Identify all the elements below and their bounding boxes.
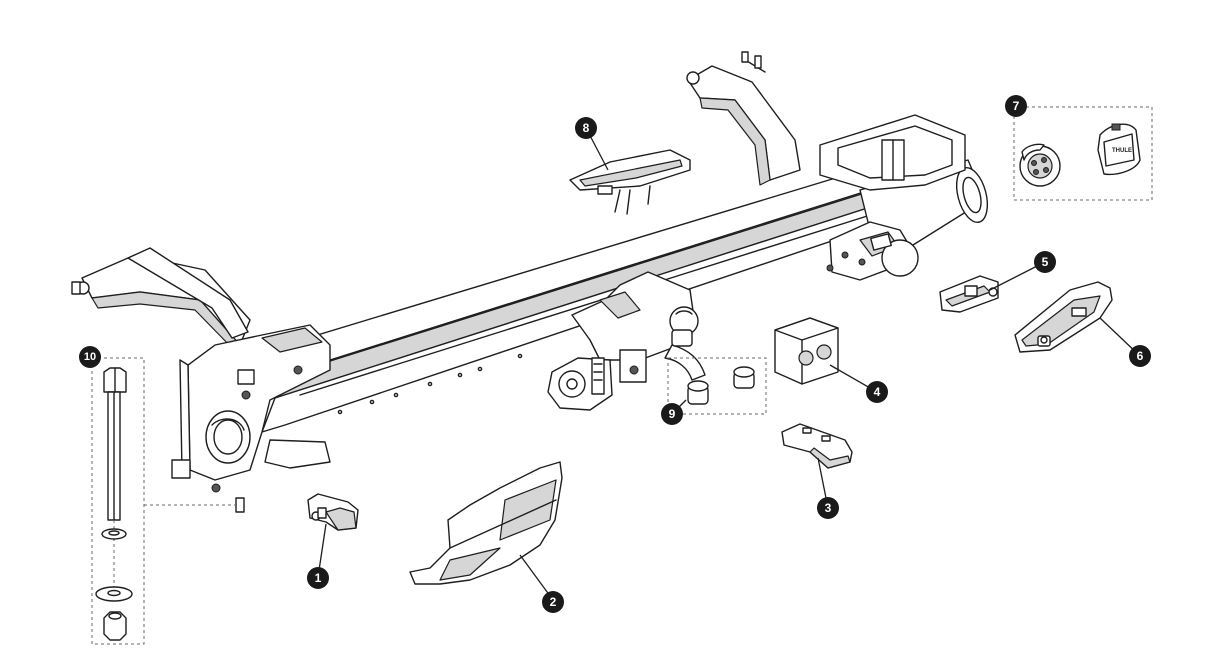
socket-bracket-assembly <box>826 221 919 281</box>
part-6-socket-body <box>1014 281 1113 353</box>
callout-4: 4 <box>866 381 888 403</box>
part-5-bracket <box>939 275 999 313</box>
part-2-heat-shield <box>409 461 563 585</box>
socket-open <box>1019 143 1061 187</box>
part-9-caps-group <box>667 357 767 415</box>
part-1-clip <box>307 493 359 531</box>
callout-3: 3 <box>817 497 839 519</box>
callout-1: 1 <box>307 567 329 589</box>
callout-10-label: 10 <box>84 351 96 363</box>
callout-3-label: 3 <box>825 501 832 515</box>
left-side-arm <box>71 247 251 353</box>
bolt <box>103 367 127 521</box>
callout-10: 10 <box>79 346 101 368</box>
callout-8-label: 8 <box>583 121 590 135</box>
part-3-clamp-plate <box>781 423 853 469</box>
washer-large <box>95 586 133 602</box>
hex-nut <box>103 611 127 641</box>
cap-1 <box>687 380 709 405</box>
callout-9: 9 <box>661 403 683 425</box>
left-end-assembly <box>171 324 331 513</box>
part-7-sockets-group: THULE <box>1013 106 1153 201</box>
right-mounting-bracket <box>686 51 966 191</box>
callout-9-label: 9 <box>669 407 676 421</box>
callout-5: 5 <box>1034 251 1056 273</box>
part-8-plate <box>569 149 691 215</box>
callout-8: 8 <box>575 117 597 139</box>
beam-holes <box>337 353 523 415</box>
callout-6-label: 6 <box>1137 349 1144 363</box>
cap-2 <box>733 366 755 389</box>
washer-small <box>101 528 127 540</box>
callout-1-label: 1 <box>315 571 322 585</box>
socket-cover-logo: THULE <box>1112 148 1132 154</box>
callout-6: 6 <box>1129 345 1151 367</box>
callout-4-label: 4 <box>874 385 881 399</box>
callout-7-label: 7 <box>1013 99 1020 113</box>
part-4-rubber-block <box>774 317 839 385</box>
callout-5-label: 5 <box>1042 255 1049 269</box>
socket-covered: THULE <box>1097 123 1141 176</box>
callout-2: 2 <box>542 591 564 613</box>
part-10-bolt-set <box>91 357 236 645</box>
callout-2-label: 2 <box>550 595 557 609</box>
center-anchor-bracket <box>547 271 706 411</box>
callout-7: 7 <box>1005 95 1027 117</box>
